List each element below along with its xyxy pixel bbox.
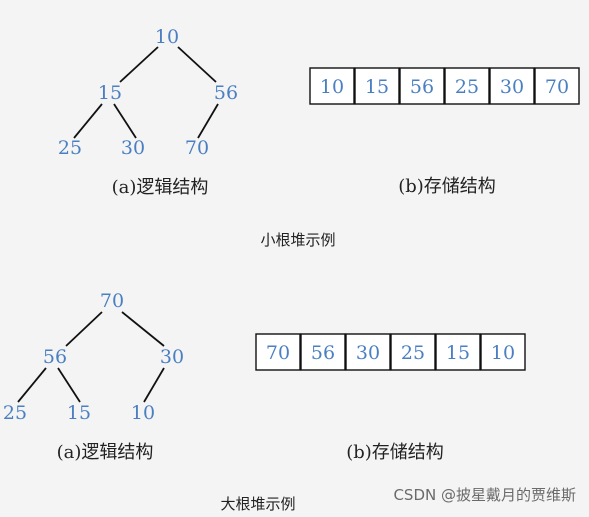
tree-node: 56 bbox=[43, 346, 67, 368]
tree-edge bbox=[121, 311, 165, 347]
tree-node: 25 bbox=[58, 137, 82, 159]
tree-node: 25 bbox=[3, 402, 27, 424]
tree-node: 56 bbox=[214, 82, 238, 104]
array-cell bbox=[309, 67, 355, 105]
tree-node: 70 bbox=[185, 137, 209, 159]
tree-node: 10 bbox=[131, 402, 155, 424]
tree-node: 70 bbox=[100, 290, 124, 312]
array-cell bbox=[534, 67, 580, 105]
array-cell bbox=[300, 333, 346, 371]
min-heap-array: 10 15 56 25 30 70 bbox=[309, 67, 580, 105]
tree-edge bbox=[73, 103, 103, 139]
array-cell bbox=[354, 67, 400, 105]
max-heap-tree: 70 56 30 25 15 10 bbox=[3, 290, 184, 424]
array-cell-value: 70 bbox=[266, 342, 290, 364]
array-cell-value: 25 bbox=[455, 76, 479, 98]
array-cell bbox=[489, 67, 535, 105]
tree-edge bbox=[197, 103, 219, 139]
tree-edge bbox=[177, 46, 217, 83]
array-cell bbox=[390, 333, 436, 371]
tree-node: 30 bbox=[121, 137, 145, 159]
array-cell bbox=[435, 333, 481, 371]
array-cell-value: 56 bbox=[311, 342, 335, 364]
tree-node: 10 bbox=[155, 26, 179, 48]
array-cell-value: 15 bbox=[365, 76, 389, 98]
array-cell-value: 70 bbox=[545, 76, 569, 98]
tree-edge bbox=[143, 367, 165, 403]
max-heap-title: 大根堆示例 bbox=[220, 495, 295, 513]
array-cell-value: 10 bbox=[320, 76, 344, 98]
tree-edge bbox=[113, 103, 137, 139]
storage-structure-caption: (b)存储结构 bbox=[398, 176, 496, 197]
array-cell-value: 30 bbox=[356, 342, 380, 364]
max-heap-array: 70 56 30 25 15 10 bbox=[255, 333, 526, 371]
tree-edge bbox=[65, 311, 103, 347]
array-cell-value: 10 bbox=[491, 342, 515, 364]
tree-node: 15 bbox=[98, 82, 122, 104]
logical-structure-caption: (a)逻辑结构 bbox=[57, 442, 154, 463]
array-cell bbox=[255, 333, 301, 371]
array-cell-value: 56 bbox=[410, 76, 434, 98]
array-cell bbox=[480, 333, 526, 371]
array-cell-value: 30 bbox=[500, 76, 524, 98]
array-cell-value: 25 bbox=[401, 342, 425, 364]
array-cell bbox=[345, 333, 391, 371]
storage-structure-caption: (b)存储结构 bbox=[346, 442, 444, 463]
tree-node: 15 bbox=[67, 402, 91, 424]
tree-edge bbox=[119, 46, 159, 83]
min-heap-title: 小根堆示例 bbox=[260, 231, 335, 249]
min-heap-tree: 10 15 56 25 30 70 bbox=[58, 26, 238, 159]
array-cell bbox=[444, 67, 490, 105]
tree-edge bbox=[57, 367, 81, 403]
min-heap-section: 10 15 56 25 30 70 (a)逻辑结构 10 15 56 25 30… bbox=[58, 26, 580, 249]
array-cell bbox=[399, 67, 445, 105]
max-heap-section: 70 56 30 25 15 10 (a)逻辑结构 70 56 30 25 15… bbox=[3, 290, 526, 513]
tree-node: 30 bbox=[160, 346, 184, 368]
array-cell-value: 15 bbox=[446, 342, 470, 364]
tree-edge bbox=[17, 367, 47, 403]
logical-structure-caption: (a)逻辑结构 bbox=[112, 177, 209, 198]
csdn-watermark: CSDN @披星戴月的贾维斯 bbox=[393, 486, 576, 504]
